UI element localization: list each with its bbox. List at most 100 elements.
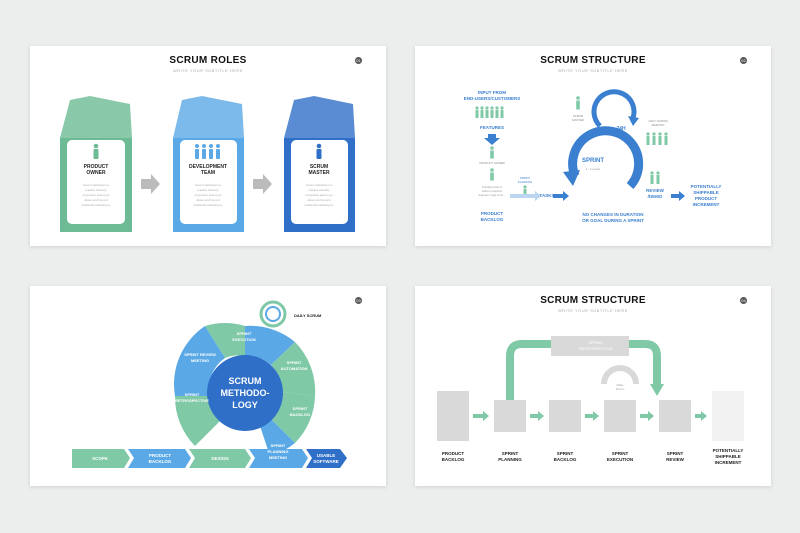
role-body-line: above and beyond	[84, 198, 107, 202]
slide-title: SCRUM STRUCTURE	[540, 55, 646, 66]
slide-scrum-structure-2: SCRUM STRUCTURE WRITE YOUR SUBTITLE HERE…	[415, 286, 771, 486]
arrow-right-icon	[253, 174, 272, 194]
product-backlog-label: PRODUCT	[481, 211, 504, 216]
arrow-label: USABLE	[317, 453, 336, 458]
slide-subtitle: WRITE YOUR SUBTITLE HERE	[558, 308, 628, 313]
arrow-down-icon	[484, 134, 500, 145]
role-body-line: companies seek to go	[194, 193, 222, 197]
sprint-planning-label: PLANNING	[518, 180, 532, 184]
team-icon	[650, 171, 660, 184]
role-card-scrum-master: SCRUM MASTER Green marketing is a practi…	[284, 96, 355, 232]
team-icon	[195, 144, 220, 159]
input-label: INPUT FROM	[478, 90, 506, 95]
role-body-line: Green marketing is a	[83, 183, 109, 187]
segment-label: SPRINT	[237, 331, 252, 336]
role-body-line: traditional marketing by	[82, 203, 112, 207]
person-icon	[576, 96, 580, 110]
center-label: LOGY	[232, 400, 258, 410]
process-boxes	[437, 365, 744, 441]
segment-label: BACKLOG	[290, 412, 310, 417]
flow-label: BACKLOG	[442, 457, 465, 462]
flow-label: SPRINT	[612, 451, 629, 456]
sprint-cycle-icon	[563, 89, 644, 190]
retrospective-box	[551, 336, 629, 356]
page-number: 02	[740, 57, 747, 64]
role-body-line: companies seek to go	[82, 193, 110, 197]
flow-label: SHIPPABLE	[715, 454, 740, 459]
flow-label: SPRINT	[667, 451, 684, 456]
person-icon	[490, 146, 494, 159]
arrow-label: PRODUCT	[149, 453, 172, 458]
slide-subtitle: WRITE YOUR SUBTITLE HERE	[173, 68, 243, 73]
role-body-line: traditional marketing by	[305, 203, 335, 207]
flow-label: PLANNING	[498, 457, 522, 462]
daily-scrum-icon	[259, 300, 287, 328]
arrow-label: BACKLOG	[149, 459, 172, 464]
segment-label: EXECUTION	[232, 337, 255, 342]
slide-scrum-structure-1: SCRUM STRUCTURE WRITE YOUR SUBTITLE HERE…	[415, 46, 771, 246]
no-changes-label: NO CHANGES IN DURATION	[583, 212, 644, 217]
24h-label: 24H	[616, 126, 626, 132]
prioritized-line: Prioritized list of	[482, 185, 502, 189]
scrum-master-label: SCRUM	[573, 114, 584, 118]
role-name-line2: TEAM	[201, 170, 215, 176]
flow-label: SPRINT	[502, 451, 519, 456]
arrow-label: MEETING	[269, 455, 287, 460]
role-card-development-team: DEVELOPMENT TEAM Green marketing is a pr…	[173, 96, 244, 232]
role-body-line: practice whereby	[308, 188, 330, 192]
tasks-label: TASKS	[540, 193, 555, 198]
role-name-line1: PRODUCT	[84, 164, 109, 170]
prioritized-line: features, bugs to fix...	[479, 193, 506, 197]
slide-subtitle: WRITE YOUR SUBTITLE HERE	[558, 68, 628, 73]
arrow-right-icon	[671, 191, 685, 201]
flow-label: INCREMENT	[715, 460, 742, 465]
role-body-line: Green marketing is a	[195, 183, 221, 187]
role-body-line: companies seek to go	[305, 193, 333, 197]
role-card-product-owner: PRODUCT OWNER Green marketing is a pract…	[60, 96, 132, 232]
product-backlog-label: BACKLOG	[481, 217, 504, 222]
features-label: FEATURES	[480, 125, 504, 130]
center-circle	[207, 355, 283, 431]
role-body-line: traditional marketing by	[194, 203, 224, 207]
flow-label: BACKLOG	[554, 457, 577, 462]
flow-label: POTENTIALLY	[713, 448, 744, 453]
arrow-right-icon	[553, 191, 569, 201]
retro-label: SPRINT	[589, 340, 604, 345]
role-name-line1: DEVELOPMENT	[189, 164, 227, 170]
slide-scrum-methodology: 03 DAILY SCRUM SCRUM METHODO- LOGY SPRIN…	[30, 286, 386, 486]
structure-diagram: INPUT FROM END-USERS/CUSTOMERS FEATURES …	[464, 89, 721, 223]
sprint-weeks-label: 1 - 4 weeks	[586, 167, 601, 171]
role-name-line2: OWNER	[86, 170, 106, 176]
bottom-arrow-row	[72, 449, 347, 468]
role-body-line: above and beyond	[307, 198, 330, 202]
segment-label: MEETING	[191, 358, 209, 363]
flow-label: SPRINT	[557, 451, 574, 456]
role-body-line: above and beyond	[196, 198, 219, 202]
arrow-label: SCOPE	[92, 456, 108, 461]
sprint-planning-label: SPRINT	[520, 176, 531, 180]
arrow-right-icon	[141, 174, 160, 194]
no-changes-label: OR GOAL DURING A SPRINT	[582, 218, 644, 223]
daily-meeting-label: DAILY SCRUM	[649, 119, 669, 123]
input-label: END-USERS/CUSTOMERS	[464, 96, 520, 101]
daily-meeting-label: MEETING	[652, 123, 665, 127]
flow-label: EXECUTION	[607, 457, 633, 462]
users-icon	[475, 106, 504, 118]
segment-label: RETROSPECTIVE	[175, 398, 209, 403]
page-number: 03	[355, 297, 362, 304]
arrow-label: SPRINT	[271, 443, 286, 448]
structure-flow-diagram: SPRINT RETROSPECTIVE Daily Scrum PRODUCT…	[437, 336, 744, 465]
role-name-line1: SCRUM	[310, 164, 328, 170]
arrow-right-icon	[473, 411, 707, 421]
team-icon	[646, 132, 668, 145]
page-number: 01	[355, 57, 362, 64]
role-body-line: Green marketing is a	[306, 183, 332, 187]
daily-label: Scrum	[616, 387, 625, 391]
scrum-master-label: MASTER	[572, 118, 584, 122]
segment-label: SPRINT REVIEW	[184, 352, 216, 357]
segment-label: AUTOMATION	[281, 366, 308, 371]
daily-scrum-label: DAILY SCRUM	[294, 313, 322, 318]
review-label: /DEMO	[648, 194, 663, 199]
arrow-label: SOFTWARE	[313, 459, 339, 464]
segment-label: SPRINT	[287, 360, 302, 365]
